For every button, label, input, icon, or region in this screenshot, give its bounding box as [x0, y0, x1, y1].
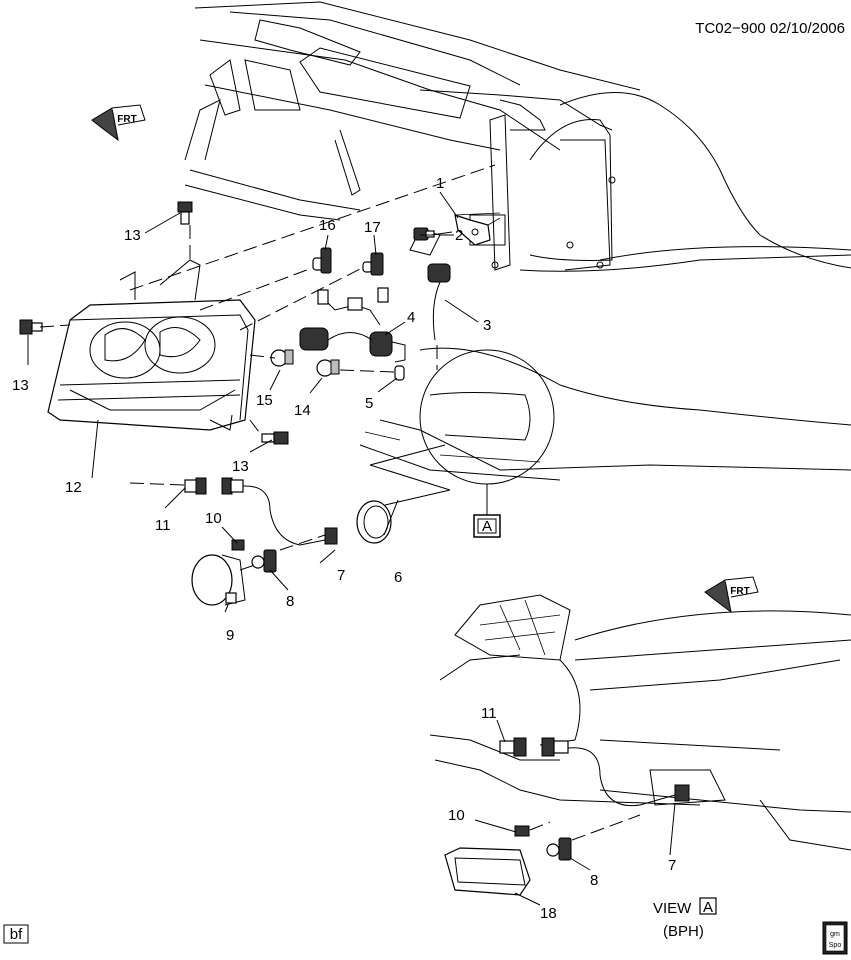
- bracket-1: [454, 214, 501, 246]
- view-letter: A: [703, 899, 713, 916]
- svg-text:FRT: FRT: [117, 114, 136, 125]
- gm-spo-logo-icon: gm Spo: [822, 921, 848, 955]
- view-title: VIEW: [653, 900, 692, 917]
- callout-11-lower: 11: [481, 705, 497, 722]
- callout-8: 8: [286, 593, 294, 610]
- footer-badge-text: bf: [10, 926, 23, 943]
- fog-lamp-9: [191, 554, 256, 606]
- bolt-13-left: [19, 319, 43, 335]
- bolt-13-top: [177, 201, 193, 225]
- diagram-code: TC02−900 02/10/2006: [695, 20, 845, 37]
- lower-fog-screw-10: [514, 825, 530, 837]
- callout-16: 16: [319, 217, 336, 234]
- lower-view-vehicle: [429, 594, 851, 851]
- callout-7-lower: 7: [668, 857, 676, 874]
- fog-screw-10: [231, 539, 245, 551]
- callout-14: 14: [294, 402, 311, 419]
- headlamp-assembly: [47, 259, 256, 431]
- callout-5: 5: [365, 395, 373, 412]
- svg-text:FRT: FRT: [730, 586, 749, 597]
- bulb-16: [312, 247, 332, 274]
- callout-13-bottom: 13: [232, 458, 249, 475]
- front-arrow-icon: FRT: [704, 576, 759, 614]
- callout-7: 7: [337, 567, 345, 584]
- callout-15: 15: [256, 392, 273, 409]
- fog-bulb-8: [251, 549, 277, 573]
- lower-fog-bulb-8: [546, 837, 572, 861]
- harness-pigtail-3: [427, 263, 451, 341]
- fog-harness-11: [129, 477, 338, 546]
- bulb-15: [270, 349, 294, 367]
- callout-letter: A: [482, 518, 492, 535]
- callout-labels: 1 2 3 4 5 6 7 8 9 10 11 12 13 13 13 14 1…: [12, 175, 676, 922]
- assembly-lines-lower: [529, 814, 641, 841]
- view-subtitle: (BPH): [663, 923, 704, 940]
- callout-1: 1: [436, 175, 444, 192]
- callout-3: 3: [483, 317, 491, 334]
- callout-13-top: 13: [124, 227, 141, 244]
- fog-bezel-6: [356, 500, 392, 544]
- callout-10-lower: 10: [448, 807, 465, 824]
- callout-18: 18: [540, 905, 557, 922]
- callout-6: 6: [394, 569, 402, 586]
- footer-badge: bf: [3, 924, 29, 944]
- headlamp-harness: [299, 287, 406, 363]
- logo-bottom-text: Spo: [829, 942, 842, 949]
- assembly-lines-fog: [279, 444, 451, 551]
- callout-8-lower: 8: [590, 872, 598, 889]
- front-fascia: [359, 92, 851, 481]
- front-arrow-icon: FRT: [91, 104, 146, 142]
- bolt-13-bottom: [261, 431, 289, 445]
- lower-fog-harness-11: [499, 737, 690, 807]
- callout-11: 11: [155, 517, 171, 534]
- view-caption: VIEW A (BPH): [653, 897, 717, 940]
- vehicle-frame: [184, 1, 641, 271]
- callout-13-left: 13: [12, 377, 29, 394]
- lower-fog-lamp-18: [444, 847, 531, 896]
- callout-17: 17: [364, 219, 381, 236]
- callout-4: 4: [407, 309, 415, 326]
- callout-2: 2: [455, 227, 463, 244]
- callout-12: 12: [65, 479, 82, 496]
- bulb-socket-5: [394, 365, 405, 381]
- bulb-17: [362, 252, 384, 276]
- callout-9: 9: [226, 627, 234, 644]
- logo-top-text: gm: [830, 931, 840, 938]
- callout-10: 10: [205, 510, 222, 527]
- bolt-2: [413, 227, 435, 241]
- bulb-14: [316, 359, 340, 377]
- detail-view-circle: A: [419, 349, 555, 538]
- leader-lines: [27, 191, 676, 906]
- assembly-lines-upper: [39, 164, 496, 437]
